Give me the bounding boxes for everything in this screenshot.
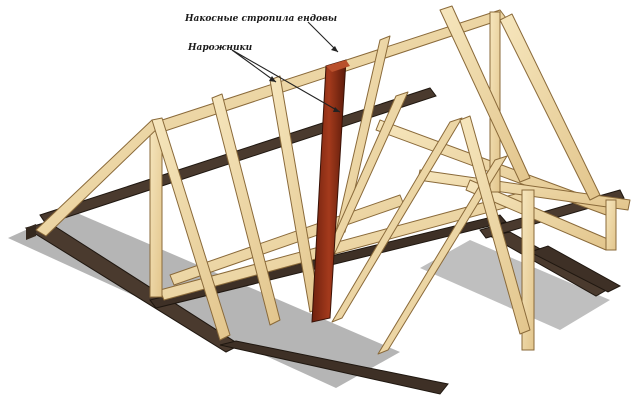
leader-arrowheads (269, 46, 340, 112)
left-gable-rafters (35, 117, 231, 341)
common-rafters (211, 35, 391, 326)
leader-lines (231, 21, 341, 113)
jack-rafters-label: Нарожники (188, 43, 253, 53)
valley-rafters-label: Накосные стропила ендовы (185, 14, 338, 24)
jack-rafters (317, 5, 601, 355)
valley-rafter (311, 59, 350, 323)
